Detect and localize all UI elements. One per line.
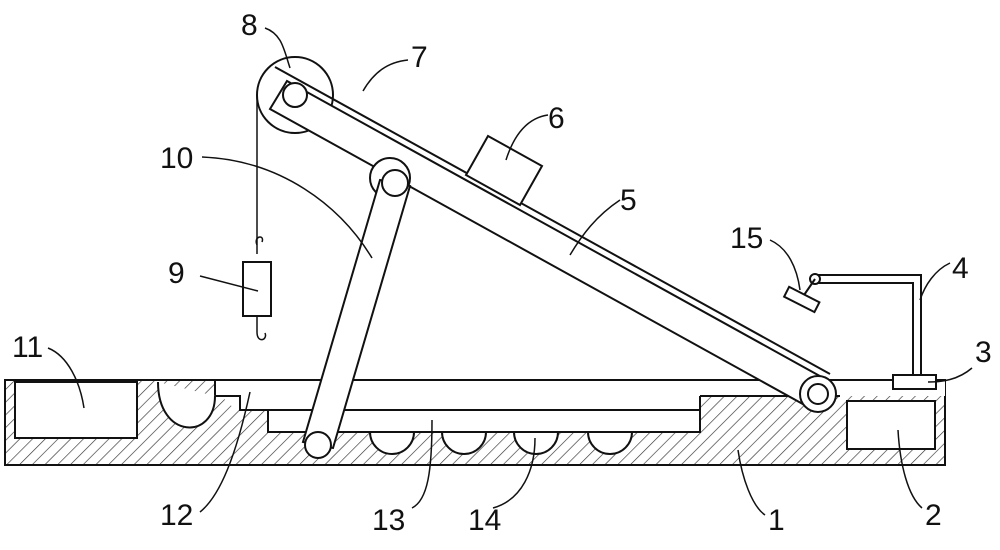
hook-bottom [256, 316, 267, 341]
arc-recess [157, 381, 216, 429]
leader-7 [362, 59, 409, 92]
leader-14 [492, 437, 536, 509]
leader-15 [769, 239, 801, 291]
label-12: 12 [160, 499, 193, 532]
label-9: 9 [168, 257, 185, 290]
rod-bottom-pin [304, 431, 332, 459]
belt-7 [274, 66, 831, 375]
label-13: 13 [372, 504, 405, 537]
label-11: 11 [12, 331, 43, 364]
label-8: 8 [241, 9, 258, 42]
leader-3 [927, 367, 973, 383]
groove-outline [214, 380, 268, 411]
leader-12 [199, 391, 251, 513]
label-4: 4 [952, 252, 969, 285]
leader-1 [737, 449, 766, 516]
hook-top [255, 236, 264, 254]
pocket-14 [512, 431, 560, 455]
box-2 [846, 400, 936, 450]
head-15 [782, 285, 821, 314]
leader-4 [919, 262, 951, 301]
label-3: 3 [975, 336, 992, 369]
roller-axle [807, 383, 829, 405]
label-10: 10 [160, 142, 193, 175]
leader-2 [897, 429, 923, 509]
motor-6 [464, 134, 544, 207]
leader-6 [505, 114, 549, 161]
pocket-14 [586, 431, 634, 455]
leader-11 [47, 347, 85, 409]
label-1: 1 [768, 504, 785, 537]
rod-top-pin [381, 169, 409, 197]
frame-4 [817, 274, 922, 375]
leader-10 [201, 156, 373, 259]
label-7: 7 [411, 41, 428, 74]
pocket-14 [368, 431, 416, 455]
pulley-axle [282, 82, 308, 108]
label-15: 15 [730, 222, 763, 255]
leader-13 [411, 419, 433, 509]
label-5: 5 [620, 184, 637, 217]
label-2: 2 [925, 499, 942, 532]
leader-5 [569, 199, 621, 256]
label-14: 14 [468, 504, 501, 537]
weight-9 [242, 261, 272, 317]
label-6: 6 [548, 102, 565, 135]
pocket-14 [440, 431, 488, 455]
leader-8 [264, 27, 291, 69]
box-11 [14, 381, 138, 439]
leader-9 [199, 275, 259, 292]
